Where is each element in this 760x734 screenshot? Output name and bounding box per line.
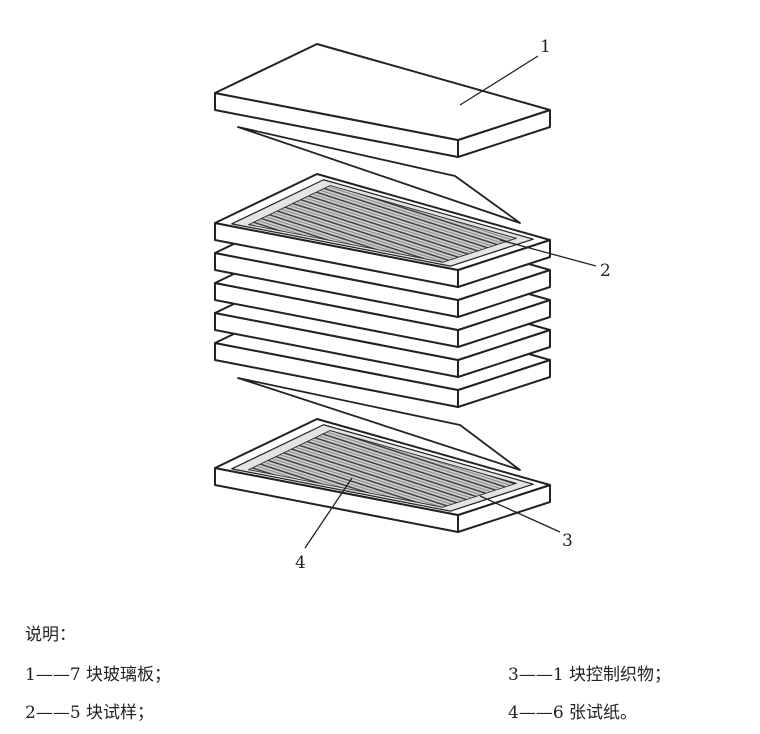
legend-text: ——7 块玻璃板； <box>35 665 172 685</box>
test-paper-sheet <box>237 126 521 224</box>
test-paper-sheet <box>237 377 521 471</box>
legend-item-4: 4——6 张试纸。 <box>508 698 637 723</box>
exploded-stack-diagram: 1 2 3 4 <box>214 37 611 573</box>
specimen-fabric <box>248 430 517 508</box>
callout-label-2: 2 <box>600 261 611 281</box>
legend-text: ——5 块试样； <box>35 703 155 723</box>
glass-plate-top <box>214 43 551 141</box>
callout-3: 3 <box>479 495 573 551</box>
legend-num: 3 <box>508 665 519 685</box>
legend-text: ——6 张试纸。 <box>518 703 638 723</box>
legend-item-3: 3——1 块控制织物； <box>508 660 671 685</box>
legend-item-2: 2——5 块试样； <box>25 698 154 723</box>
callout-label-4: 4 <box>295 553 306 573</box>
legend-text: ——1 块控制织物； <box>518 665 672 685</box>
legend-num: 2 <box>25 703 36 723</box>
legend-num: 1 <box>25 665 36 685</box>
legend-title: 说明： <box>25 625 76 645</box>
callout-label-3: 3 <box>562 531 573 551</box>
callout-label-1: 1 <box>540 37 551 57</box>
legend-num: 4 <box>508 703 519 723</box>
specimen-fabric <box>248 185 517 263</box>
callout-1: 1 <box>459 37 551 106</box>
callout-4: 4 <box>295 477 353 573</box>
legend-item-1: 1——7 块玻璃板； <box>25 660 171 685</box>
callout-2: 2 <box>499 239 611 281</box>
